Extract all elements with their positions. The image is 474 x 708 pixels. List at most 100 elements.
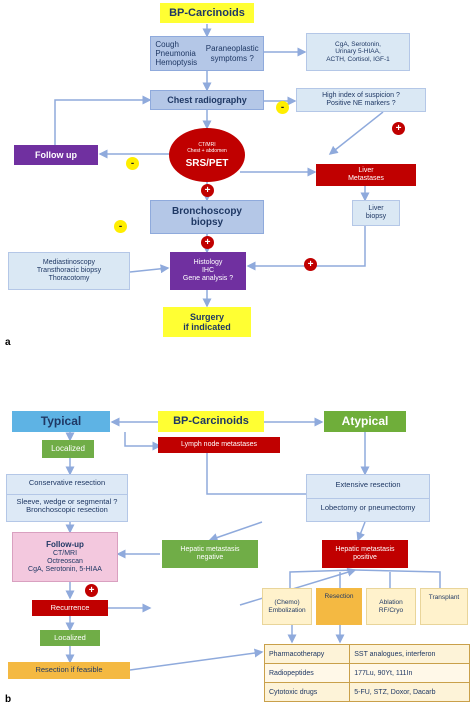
chemo-box: (Chemo) Embolization <box>262 588 312 625</box>
lymph-node-text: Lymph node metastases <box>180 440 257 448</box>
hepatic-negative-box: Hepatic metastasis negative <box>162 540 258 568</box>
symptom-paraneoplastic-q: symptoms ? <box>210 53 254 63</box>
histology-box: Histology IHC Gene analysis ? <box>170 252 246 290</box>
transplant-text: Transplant <box>428 594 460 601</box>
conservative-box: Conservative resection Sleeve, wedge or … <box>6 474 128 522</box>
therapy-table: Pharmacotherapy SST analogues, interfero… <box>263 644 470 702</box>
follow-up-b-title: Follow-up <box>46 540 84 550</box>
table-cell: Cytotoxic drugs <box>263 682 351 702</box>
chemo-line-1: (Chemo) <box>274 599 300 607</box>
resection-text: Resection <box>324 593 354 600</box>
liver-metastases-line-1: Liver <box>358 166 374 174</box>
plus-sign-srs: + <box>201 184 214 197</box>
sleeve-line-2: Bronchoscopic resection <box>26 505 108 515</box>
atypical-text: Atypical <box>341 413 389 428</box>
table-cell: 177Lu, 90Yt, 111In <box>349 663 470 683</box>
chest-radiography-text: Chest radiography <box>167 94 247 105</box>
liver-metastases-box: Liver Metastases <box>316 164 416 186</box>
minus-sign-follow-up: - <box>126 157 139 170</box>
follow-up-text: Follow up <box>35 149 77 160</box>
minus-sign-suspicion: - <box>276 101 289 114</box>
surgery-box: Surgery if indicated <box>163 307 251 337</box>
surgery-line-1: Surgery <box>189 311 224 322</box>
table-cell: SST analogues, interferon <box>349 644 470 664</box>
histology-line-1: Histology <box>193 258 223 266</box>
panel-b-title-text: BP-Carcinoids <box>173 415 249 428</box>
minus-sign-bronchoscopy: - <box>114 220 127 233</box>
localized-box: Localized <box>42 440 94 458</box>
conservative-text: Conservative resection <box>28 478 106 487</box>
mediastinoscopy-line-3: Thoracotomy <box>48 275 90 283</box>
liver-biopsy-line-2: biopsy <box>365 213 387 220</box>
table-cell: Pharmacotherapy <box>263 644 351 664</box>
liver-metastases-line-2: Metastases <box>348 175 384 182</box>
histology-line-3: Gene analysis ? <box>182 275 234 283</box>
srs-pet-text: SRS/PET <box>185 157 229 169</box>
bronchoscopy-box: Bronchoscopy biopsy <box>150 200 264 234</box>
typical-text: Typical <box>40 413 82 428</box>
sleeve-line-1: Sleeve, wedge or segmental ? <box>16 496 118 506</box>
resection-box: Resection <box>316 588 362 625</box>
plus-sign-liver-biopsy: + <box>304 258 317 271</box>
panel-b-label: b <box>5 694 12 705</box>
hepatic-positive-box: Hepatic metastasis positive <box>322 540 408 568</box>
plus-sign-suspicion: + <box>392 122 405 135</box>
panel-a-title: BP-Carcinoids <box>160 3 254 23</box>
ablation-line-1: Ablation <box>379 599 403 607</box>
ablation-line-2: RF/Cryo <box>378 606 404 614</box>
symptoms-box: Cough Pneumonia Hemoptysis Paraneoplasti… <box>150 36 264 71</box>
ablation-box: Ablation RF/Cryo <box>366 588 416 625</box>
hepatic-positive-line-1: Hepatic metastasis <box>335 545 395 553</box>
ct-mri-text: CT/MRI <box>198 142 216 148</box>
recurrence-text: Recurrence <box>50 602 90 612</box>
localized-b-text: Localized <box>54 632 86 642</box>
hepatic-negative-line-2: negative <box>196 554 224 561</box>
suspicion-line-1: High index of suspicion ? <box>322 91 400 99</box>
symptom-pneumonia: Pneumonia <box>155 48 196 58</box>
suspicion-line-2: Positive NE markers ? <box>326 100 396 107</box>
bronchoscopy-line-1: Bronchoscopy <box>171 205 242 217</box>
extensive-text: Extensive resection <box>335 480 401 489</box>
chest-radiography-box: Chest radiography <box>150 90 264 110</box>
srs-pet-ellipse <box>169 128 245 182</box>
plus-sign-bronchoscopy: + <box>201 236 214 249</box>
mediastinoscopy-box: Mediastinoscopy Transthoracic biopsy Tho… <box>8 252 130 290</box>
liver-biopsy-line-1: Liver <box>368 204 384 212</box>
liver-biopsy-box: Liver biopsy <box>352 200 400 226</box>
symptom-cough: Cough <box>155 39 179 49</box>
symptom-paraneoplastic: Paraneoplastic <box>205 44 259 54</box>
panel-b-title: BP-Carcinoids <box>158 411 264 432</box>
table-cell: Radiopeptides <box>263 663 351 683</box>
atypical-box: Atypical <box>324 411 406 432</box>
chemo-line-2: Embolization <box>268 606 306 614</box>
hepatic-positive-line-2: positive <box>353 554 377 561</box>
lobectomy-text: Lobectomy or pneumectomy <box>320 502 416 512</box>
localized-b-box: Localized <box>40 630 100 646</box>
suspicion-box: High index of suspicion ? Positive NE ma… <box>296 88 426 112</box>
table-row: Cytotoxic drugs 5-FU, STZ, Doxor, Dacarb <box>263 682 470 702</box>
histology-line-2: IHC <box>201 266 215 274</box>
mediastinoscopy-line-2: Transthoracic biopsy <box>36 266 102 274</box>
symptom-hemoptysis: Hemoptysis <box>155 58 198 68</box>
typical-box: Typical <box>12 411 110 432</box>
bronchoscopy-line-2: biopsy <box>190 217 224 228</box>
marker-line-2: Urinary 5-HIAA, <box>335 48 381 56</box>
transplant-box: Transplant <box>420 588 468 625</box>
marker-line-3: ACTH, Cortisol, IGF-1 <box>326 55 390 63</box>
srs-pet-node: CT/MRI Chest + abdomen SRS/PET <box>172 130 242 182</box>
resection-feasible-box: Resection if feasible <box>8 662 130 679</box>
extensive-box: Extensive resection Lobectomy or pneumec… <box>306 474 430 522</box>
markers-box: CgA, Serotonin, Urinary 5-HIAA, ACTH, Co… <box>306 33 410 71</box>
localized-text: Localized <box>51 444 85 454</box>
panel-a-label: a <box>5 337 11 348</box>
follow-up-box: Follow up <box>14 145 98 165</box>
resection-feasible-text: Resection if feasible <box>35 665 103 675</box>
follow-up-b-octreoscan: Octreoscan <box>47 557 83 565</box>
panel-a-title-text: BP-Carcinoids <box>169 6 245 19</box>
plus-sign-recurrence: + <box>85 584 98 597</box>
recurrence-box: Recurrence <box>32 600 108 616</box>
marker-line-1: CgA, Serotonin, <box>335 40 381 48</box>
hepatic-negative-line-1: Hepatic metastasis <box>180 545 240 553</box>
table-cell: 5-FU, STZ, Doxor, Dacarb <box>349 682 470 702</box>
